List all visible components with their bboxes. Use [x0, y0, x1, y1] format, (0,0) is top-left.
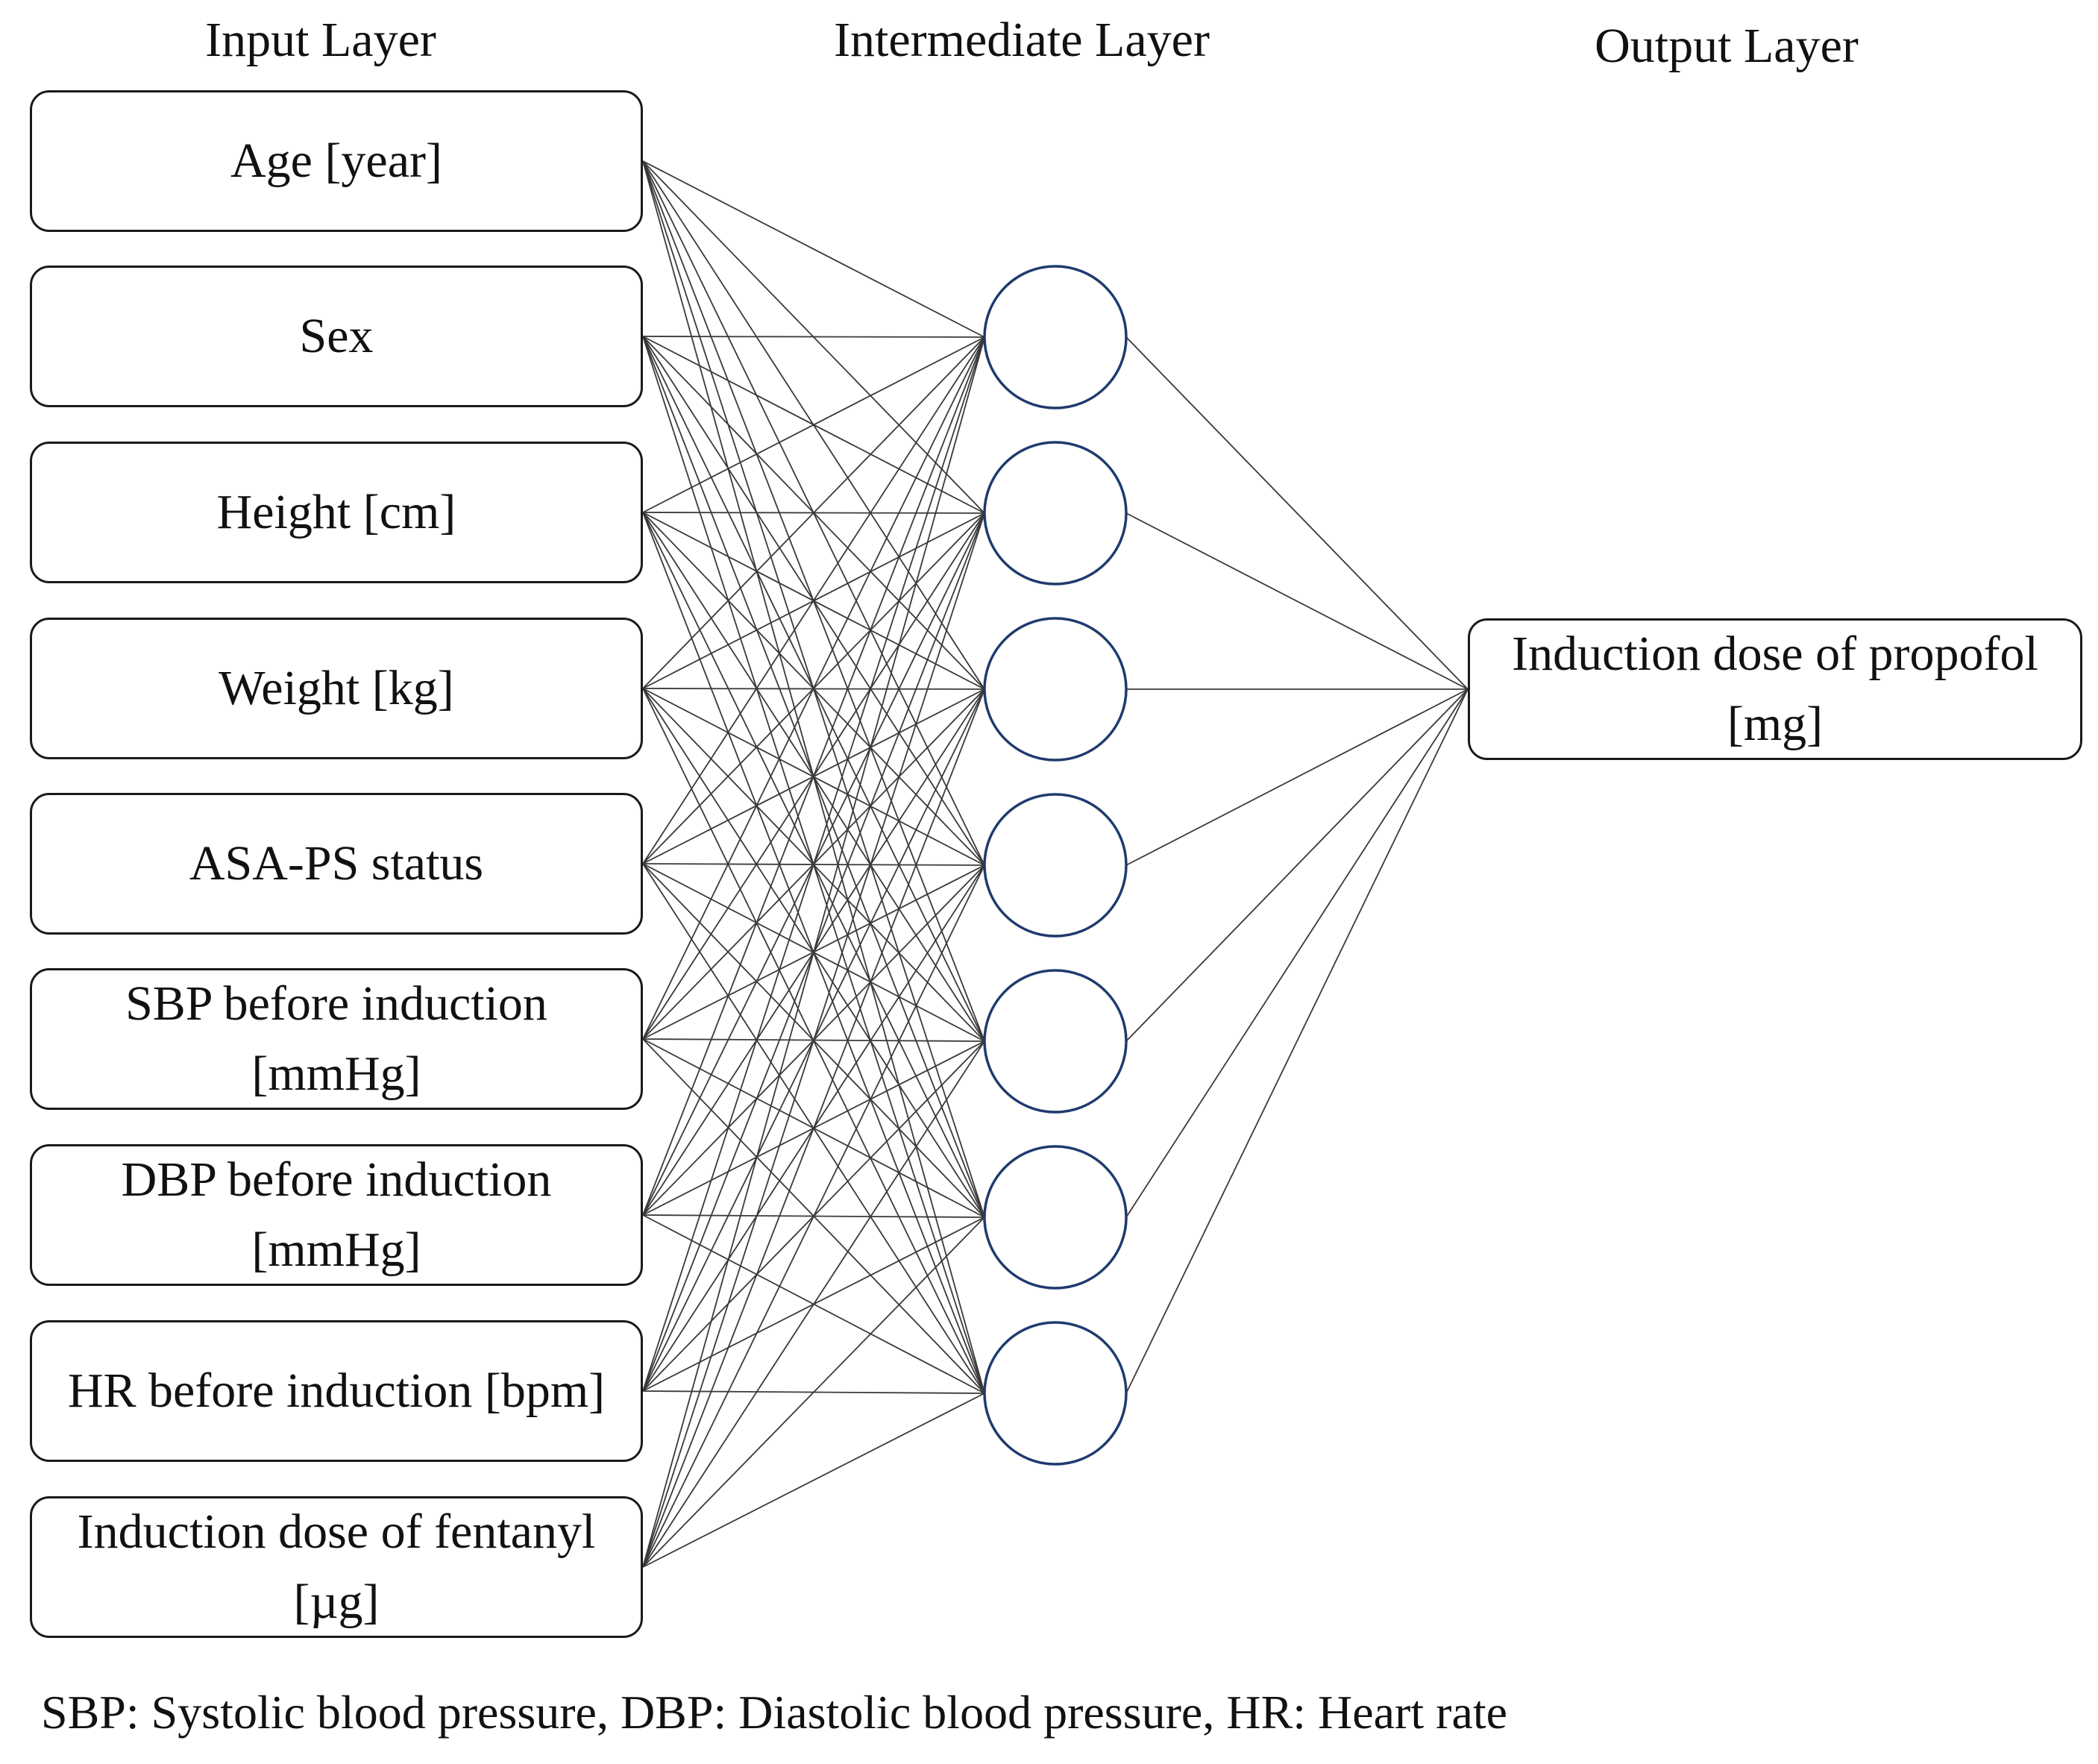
input-node-weight: Weight [kg]: [30, 618, 643, 759]
hidden-output-connection: [1125, 336, 1469, 690]
input-hidden-connection: [642, 1393, 985, 1568]
intermediate-layer-title: Intermediate Layer: [834, 13, 1210, 67]
footnote: SBP: Systolic blood pressure, DBP: Diast…: [41, 1686, 1508, 1739]
hidden-node-circle: [983, 793, 1128, 938]
input-hidden-connection: [642, 336, 985, 513]
input-label: ASA-PS status: [189, 836, 484, 891]
hidden-output-connection: [1125, 688, 1469, 1042]
input-hidden-connection: [642, 1040, 985, 1568]
input-hidden-connection: [642, 336, 985, 338]
input-hidden-connection: [642, 688, 985, 1568]
input-hidden-connection: [642, 336, 985, 1568]
input-node-height: Height [cm]: [30, 442, 643, 583]
input-node-fentanyl: Induction dose of fentanyl [µg]: [30, 1496, 643, 1638]
connection-lines: [642, 160, 1469, 1568]
hidden-node-circle: [983, 969, 1128, 1114]
hidden-output-connection: [1125, 688, 1469, 866]
output-layer-title: Output Layer: [1595, 19, 1859, 73]
hidden-node-circle: [983, 265, 1128, 409]
input-label: Induction dose of fentanyl [µg]: [77, 1504, 596, 1629]
output-label: Induction dose of propofol [mg]: [1512, 627, 2038, 751]
input-label: Weight [kg]: [219, 661, 454, 716]
input-label: Age [year]: [230, 134, 442, 189]
input-hidden-connection: [642, 512, 985, 1568]
hidden-output-connection: [1125, 688, 1469, 1394]
input-node-age: Age [year]: [30, 90, 643, 232]
input-node-hr: HR before induction [bpm]: [30, 1320, 643, 1462]
input-hidden-connection: [642, 336, 985, 1040]
hidden-node-circle: [983, 617, 1128, 762]
hidden-node-circle: [983, 1321, 1128, 1466]
input-node-sbp: SBP before induction [mmHg]: [30, 968, 643, 1110]
hidden-node-circle: [983, 441, 1128, 586]
input-node-dbp: DBP before induction [mmHg]: [30, 1144, 643, 1286]
hidden-output-connection: [1125, 512, 1469, 690]
input-hidden-connection: [642, 160, 985, 338]
hidden-node-circle: [983, 1145, 1128, 1290]
input-hidden-connection: [642, 336, 985, 689]
input-node-sex: Sex: [30, 266, 643, 407]
input-layer-title: Input Layer: [205, 13, 436, 67]
input-label: Sex: [299, 309, 374, 364]
intermediate-layer-nodes: [983, 265, 1128, 1466]
hidden-output-connection: [1125, 688, 1469, 1218]
input-label: DBP before induction [mmHg]: [121, 1152, 552, 1277]
input-label: HR before induction [bpm]: [67, 1363, 606, 1419]
input-node-asa-ps: ASA-PS status: [30, 793, 643, 935]
input-hidden-connection: [642, 336, 985, 864]
output-node-propofol: Induction dose of propofol [mg]: [1468, 618, 2082, 760]
input-hidden-connection: [642, 864, 985, 1568]
input-hidden-connection: [642, 1217, 985, 1568]
input-label: SBP before induction [mmHg]: [125, 976, 547, 1101]
input-hidden-connection: [642, 336, 985, 1392]
input-label: Height [cm]: [216, 485, 456, 540]
input-hidden-connection: [642, 336, 985, 1216]
